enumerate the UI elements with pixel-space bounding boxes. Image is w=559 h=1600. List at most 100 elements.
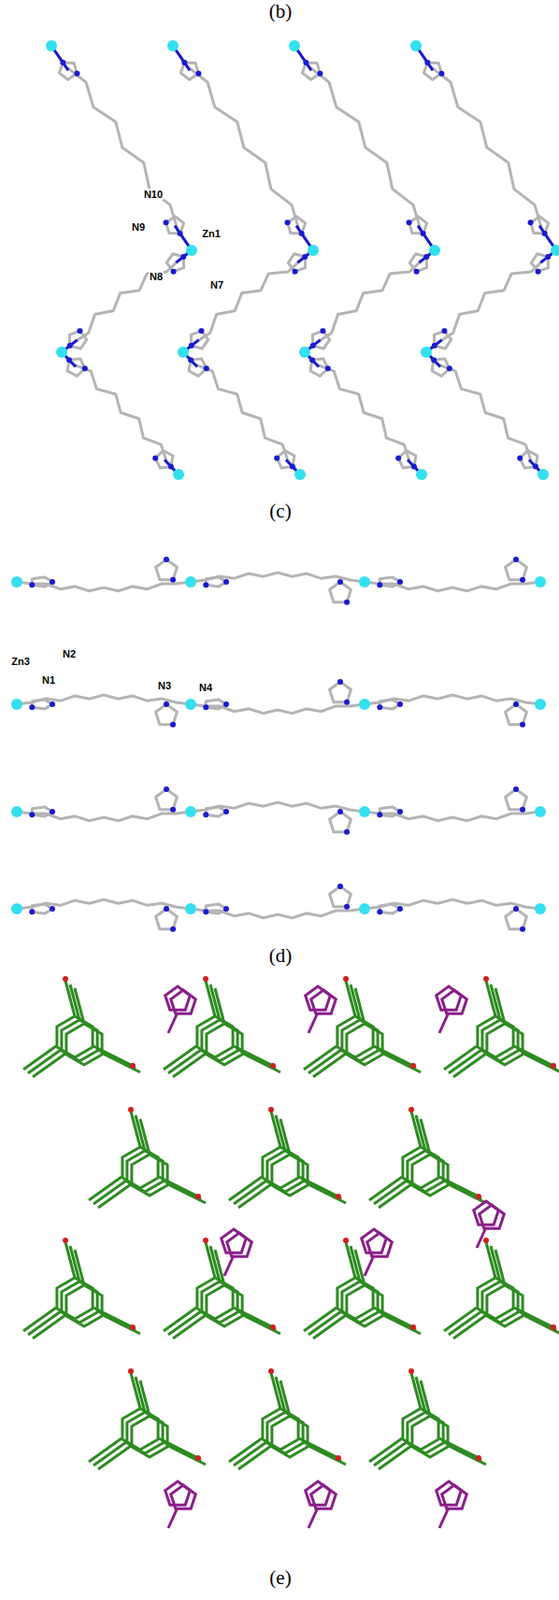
zinc-atom [410, 40, 422, 52]
nitrogen-atom [519, 577, 526, 584]
nitrogen-atom [319, 328, 326, 334]
nitrogen-atom [163, 906, 170, 913]
oxygen-atom [268, 1369, 274, 1376]
oxygen-atom [195, 1194, 201, 1201]
nitrogen-atom [223, 906, 230, 913]
atom-label: N10 [143, 188, 164, 201]
zinc-atom [185, 699, 197, 711]
atom-label: N8 [148, 271, 164, 283]
zinc-atom [167, 40, 179, 52]
nitrogen-atom [202, 704, 209, 711]
nitrogen-atom [170, 577, 176, 584]
framework-bond [238, 1447, 272, 1471]
butyl-linker [304, 352, 422, 475]
nitrogen-atom [397, 579, 403, 586]
nitrogen-atom [49, 809, 56, 816]
panel-label: (d) [269, 946, 293, 968]
imidazole-ligand [361, 1230, 387, 1254]
nitrogen-atom [181, 59, 187, 66]
zinc-atom [172, 469, 185, 481]
oxygen-atom [483, 976, 489, 983]
framework-bond [98, 1447, 131, 1471]
nitrogen-atom [73, 71, 80, 77]
zinc-atom [185, 806, 197, 818]
atom-label: N4 [198, 682, 214, 694]
atom-label: Zn3 [10, 656, 31, 668]
framework-bond [238, 1185, 272, 1209]
zinc-atom [186, 244, 198, 257]
oxygen-atom [483, 1238, 489, 1245]
oxygen-atom [410, 1325, 416, 1332]
oxygen-atom [128, 1107, 134, 1114]
nitrogen-atom [299, 230, 305, 237]
zinc-atom [11, 576, 23, 588]
butyl-linker [183, 352, 301, 475]
nitrogen-atom [446, 366, 453, 373]
nitrogen-atom [203, 366, 210, 373]
imidazole-ligand [436, 987, 462, 1011]
imidazole-ring [379, 807, 401, 817]
nitrogen-atom [337, 579, 344, 586]
nitrogen-atom [424, 59, 430, 66]
zinc-atom [294, 469, 306, 481]
framework-bond [453, 1316, 487, 1340]
linker-bond [476, 1228, 487, 1249]
nitrogen-atom [28, 704, 35, 711]
nitrogen-atom [163, 702, 170, 708]
imidazole-ligand [479, 1205, 505, 1230]
benzene-ring [206, 1024, 243, 1066]
nitrogen-atom [152, 455, 158, 461]
linker-bond [168, 1508, 178, 1530]
zinc-atom [537, 469, 549, 481]
oxygen-atom [62, 1238, 69, 1245]
panel-label: (e) [269, 1568, 291, 1591]
framework-bond [383, 1054, 421, 1074]
imidazole-ring [505, 559, 528, 581]
nitrogen-atom [28, 582, 35, 588]
nitrogen-atom [542, 230, 548, 237]
nitrogen-atom [49, 579, 56, 586]
linker-bond [439, 1013, 449, 1034]
framework-bond [308, 1185, 346, 1204]
imidazole-ring [156, 704, 178, 726]
nitrogen-atom [202, 909, 209, 916]
imidazole-ligand [305, 1482, 331, 1506]
imidazole-ligand [171, 1486, 197, 1510]
imidazole-ligand [171, 990, 197, 1015]
nitrogen-atom [376, 812, 383, 818]
nitrogen-atom [519, 807, 526, 814]
imidazole-ligand [442, 1486, 468, 1510]
imidazole-ring [156, 789, 178, 811]
nitrogen-atom [344, 904, 350, 911]
framework-bond [523, 1316, 559, 1335]
imidazole-ligand [311, 1486, 337, 1510]
nitrogen-atom [76, 328, 83, 334]
nitrogen-atom [223, 579, 230, 586]
zinc-atom [358, 903, 371, 916]
nitrogen-atom [513, 906, 519, 913]
framework-bond [243, 1054, 281, 1074]
framework-bond [98, 1185, 131, 1209]
nitrogen-atom [198, 328, 204, 334]
oxygen-atom [202, 976, 209, 983]
framework-bond [378, 1447, 412, 1471]
nitrogen-atom [337, 679, 344, 686]
imidazole-ligand [165, 987, 191, 1011]
imidazole-ring [31, 904, 53, 915]
imidazole-ring [31, 700, 53, 710]
nitrogen-atom [289, 464, 296, 471]
nitrogen-atom [66, 357, 72, 363]
nitrogen-atom [423, 254, 430, 260]
zinc-atom [534, 576, 546, 588]
nitrogen-atom [513, 787, 519, 793]
nitrogen-atom [376, 582, 383, 588]
nitrogen-atom [310, 343, 316, 349]
linker-bond [308, 1013, 318, 1034]
nitrogen-atom [395, 455, 402, 461]
nitrogen-atom [223, 809, 230, 816]
oxygen-atom [129, 1325, 136, 1332]
imidazole-ligand [442, 990, 468, 1015]
nitrogen-atom [188, 343, 195, 349]
butyl-linker [304, 250, 435, 353]
imidazole-ring [156, 909, 178, 931]
